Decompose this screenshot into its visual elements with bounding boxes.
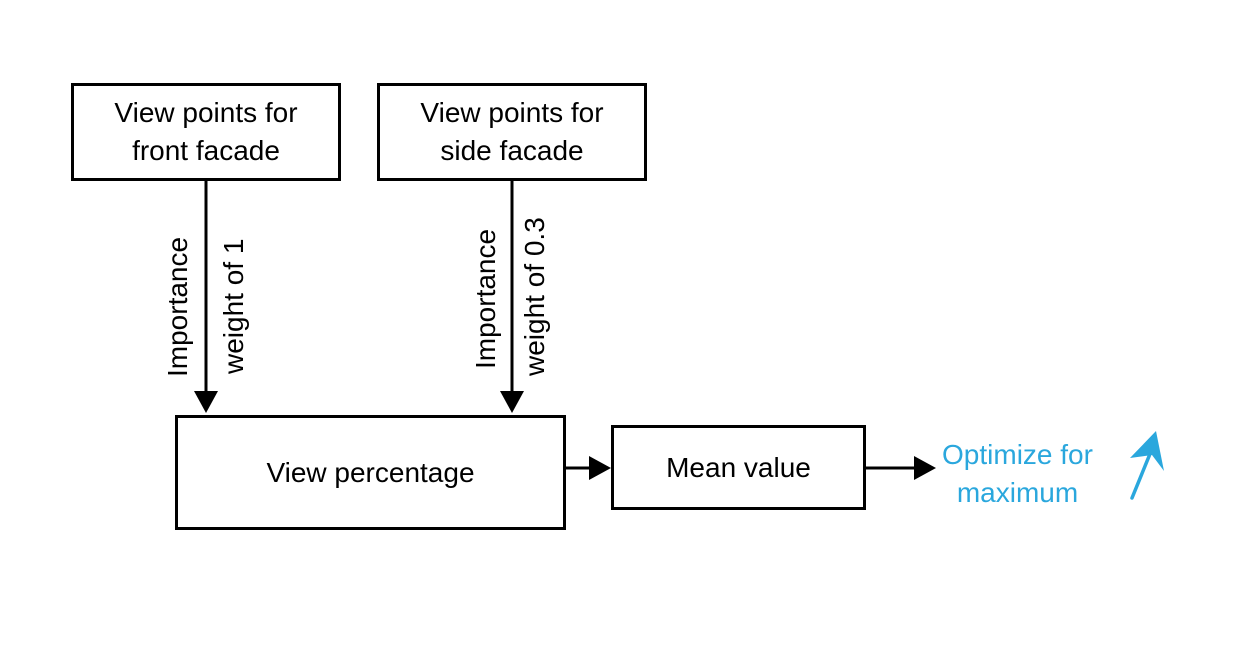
view-percentage-label: View percentage	[266, 456, 475, 488]
front-edge-label-line2: weight of 1	[218, 238, 249, 374]
optimize-goal-label: Optimize for maximum	[925, 436, 1110, 512]
optimize-goal-line1: Optimize for	[942, 439, 1093, 470]
front-facade-box: View points for front facade	[71, 83, 341, 181]
side-facade-line1: View points for	[420, 97, 604, 128]
front-facade-line1: View points for	[114, 97, 298, 128]
arrow-up-right-icon	[1130, 431, 1164, 500]
arrowhead-mean	[589, 456, 611, 480]
arrowhead-side	[500, 391, 524, 413]
optimize-goal-line2: maximum	[956, 477, 1079, 508]
side-edge-label-line2: weight of 0.3	[519, 217, 550, 376]
side-facade-box: View points for side facade	[377, 83, 647, 181]
front-edge-label-line1: Importance	[162, 236, 193, 377]
mean-value-box: Mean value	[611, 425, 866, 510]
side-edge-label-line1: Importance	[470, 228, 501, 369]
arrowhead-front	[194, 391, 218, 413]
front-facade-line2: front facade	[132, 135, 280, 166]
view-percentage-box: View percentage	[175, 415, 566, 530]
side-facade-line2: side facade	[440, 135, 584, 166]
arrowhead-goal	[914, 456, 936, 480]
mean-value-label: Mean value	[666, 451, 811, 483]
